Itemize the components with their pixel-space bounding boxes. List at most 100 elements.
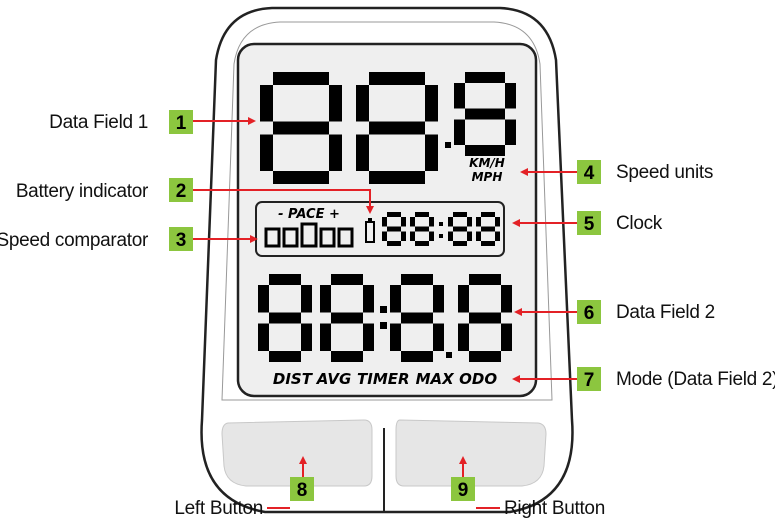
lcd-segment (505, 83, 516, 109)
svg-text:2: 2 (176, 181, 187, 202)
badge-7 (577, 367, 601, 391)
lcd-segment (469, 274, 501, 285)
lcd-segment (469, 351, 501, 362)
battery-icon (365, 218, 375, 243)
mode-label-avg: AVG (316, 370, 351, 388)
data-field-1-digits (260, 72, 516, 184)
lcd-segment (476, 231, 481, 241)
lcd-segment (301, 285, 312, 313)
lcd-segment (495, 231, 500, 241)
callout-arrows (193, 117, 577, 509)
lcd-segment (410, 217, 415, 227)
label-data-field-1: Data Field 1 (49, 112, 148, 133)
badge-1 (169, 110, 193, 134)
lcd-segment (467, 231, 472, 241)
badge-9 (451, 477, 475, 501)
lcd-segment (369, 121, 425, 135)
lcd-segment (390, 285, 401, 313)
lcd-segment (476, 217, 481, 227)
data-field-2-colon-top (380, 306, 387, 313)
label-mode: Mode (Data Field 2) (616, 369, 775, 390)
pace-label: - PACE + (278, 207, 340, 222)
lcd-segment (505, 119, 516, 145)
lcd-segment (448, 217, 453, 227)
badge-2 (169, 178, 193, 202)
decimal-point-2 (446, 352, 452, 358)
lcd-segment (415, 241, 429, 246)
data-field-2-digits (258, 274, 512, 362)
callout-labels: Data Field 1 Battery indicator Speed com… (0, 112, 775, 519)
badge-8 (290, 477, 314, 501)
lcd-segment (410, 231, 415, 241)
badge-4 (577, 160, 601, 184)
lcd-segment (331, 312, 363, 324)
lcd-segment (363, 285, 374, 313)
lcd-segment (269, 312, 301, 324)
arrow-2 (193, 189, 374, 214)
lcd-segment (465, 108, 505, 120)
lcd-segment (433, 323, 444, 351)
label-left-button: Left Button (174, 498, 263, 519)
lcd-segment (273, 171, 329, 184)
clock-colon-top (439, 222, 443, 226)
lcd-segment (453, 226, 467, 232)
speed-unit-kmh: KM/H (469, 156, 505, 170)
mode-label-max: MAX (416, 370, 456, 388)
lcd-segment (425, 134, 438, 171)
lcd-segment (465, 145, 505, 156)
svg-text:5: 5 (584, 214, 595, 235)
left-button[interactable] (221, 419, 373, 487)
lcd-segment (387, 212, 401, 217)
mode-label-timer: TIMER (357, 370, 410, 388)
lcd-segment (390, 323, 401, 351)
label-data-field-2: Data Field 2 (616, 302, 715, 323)
lcd-segment (269, 274, 301, 285)
lcd-segment (260, 85, 273, 122)
svg-text:3: 3 (176, 230, 187, 251)
svg-text:4: 4 (584, 163, 595, 184)
lcd-segment (369, 72, 425, 85)
lcd-segment (329, 134, 342, 171)
lcd-segment (387, 241, 401, 246)
svg-text:9: 9 (458, 480, 469, 501)
lcd-segment (331, 274, 363, 285)
lcd-segment (448, 231, 453, 241)
lcd-segment (415, 212, 429, 217)
decimal-point-1 (445, 142, 451, 148)
middle-row-frame (255, 201, 505, 257)
lcd-segment (331, 351, 363, 362)
lcd-segment (429, 231, 434, 241)
lcd-segment (401, 312, 433, 324)
clock-colon-bottom (439, 234, 443, 238)
lcd-segment (481, 226, 495, 232)
badge-6 (577, 300, 601, 324)
label-speed-comparator: Speed comparator (0, 230, 149, 251)
clock-digits (382, 212, 500, 246)
lcd-segment (401, 274, 433, 285)
lcd-segment (425, 85, 438, 122)
lcd-segment (467, 217, 472, 227)
lcd-segment (501, 285, 512, 313)
lcd-segment (454, 83, 465, 109)
lcd-segment (469, 312, 501, 324)
svg-text:8: 8 (297, 480, 308, 501)
right-button[interactable] (395, 419, 547, 487)
svg-text:7: 7 (584, 370, 595, 391)
badge-3 (169, 227, 193, 251)
lcd-segment (481, 212, 495, 217)
lcd-segment (501, 323, 512, 351)
lcd-segment (453, 241, 467, 246)
lcd-segment (481, 241, 495, 246)
lcd-segment (329, 85, 342, 122)
lcd-segment (382, 217, 387, 227)
lcd-segment (273, 121, 329, 135)
lcd-segment (356, 134, 369, 171)
lcd-segment (260, 134, 273, 171)
lcd-segment (382, 231, 387, 241)
lcd-segment (401, 351, 433, 362)
lcd-segment (320, 323, 331, 351)
lcd-segment (258, 323, 269, 351)
badge-5 (577, 211, 601, 235)
